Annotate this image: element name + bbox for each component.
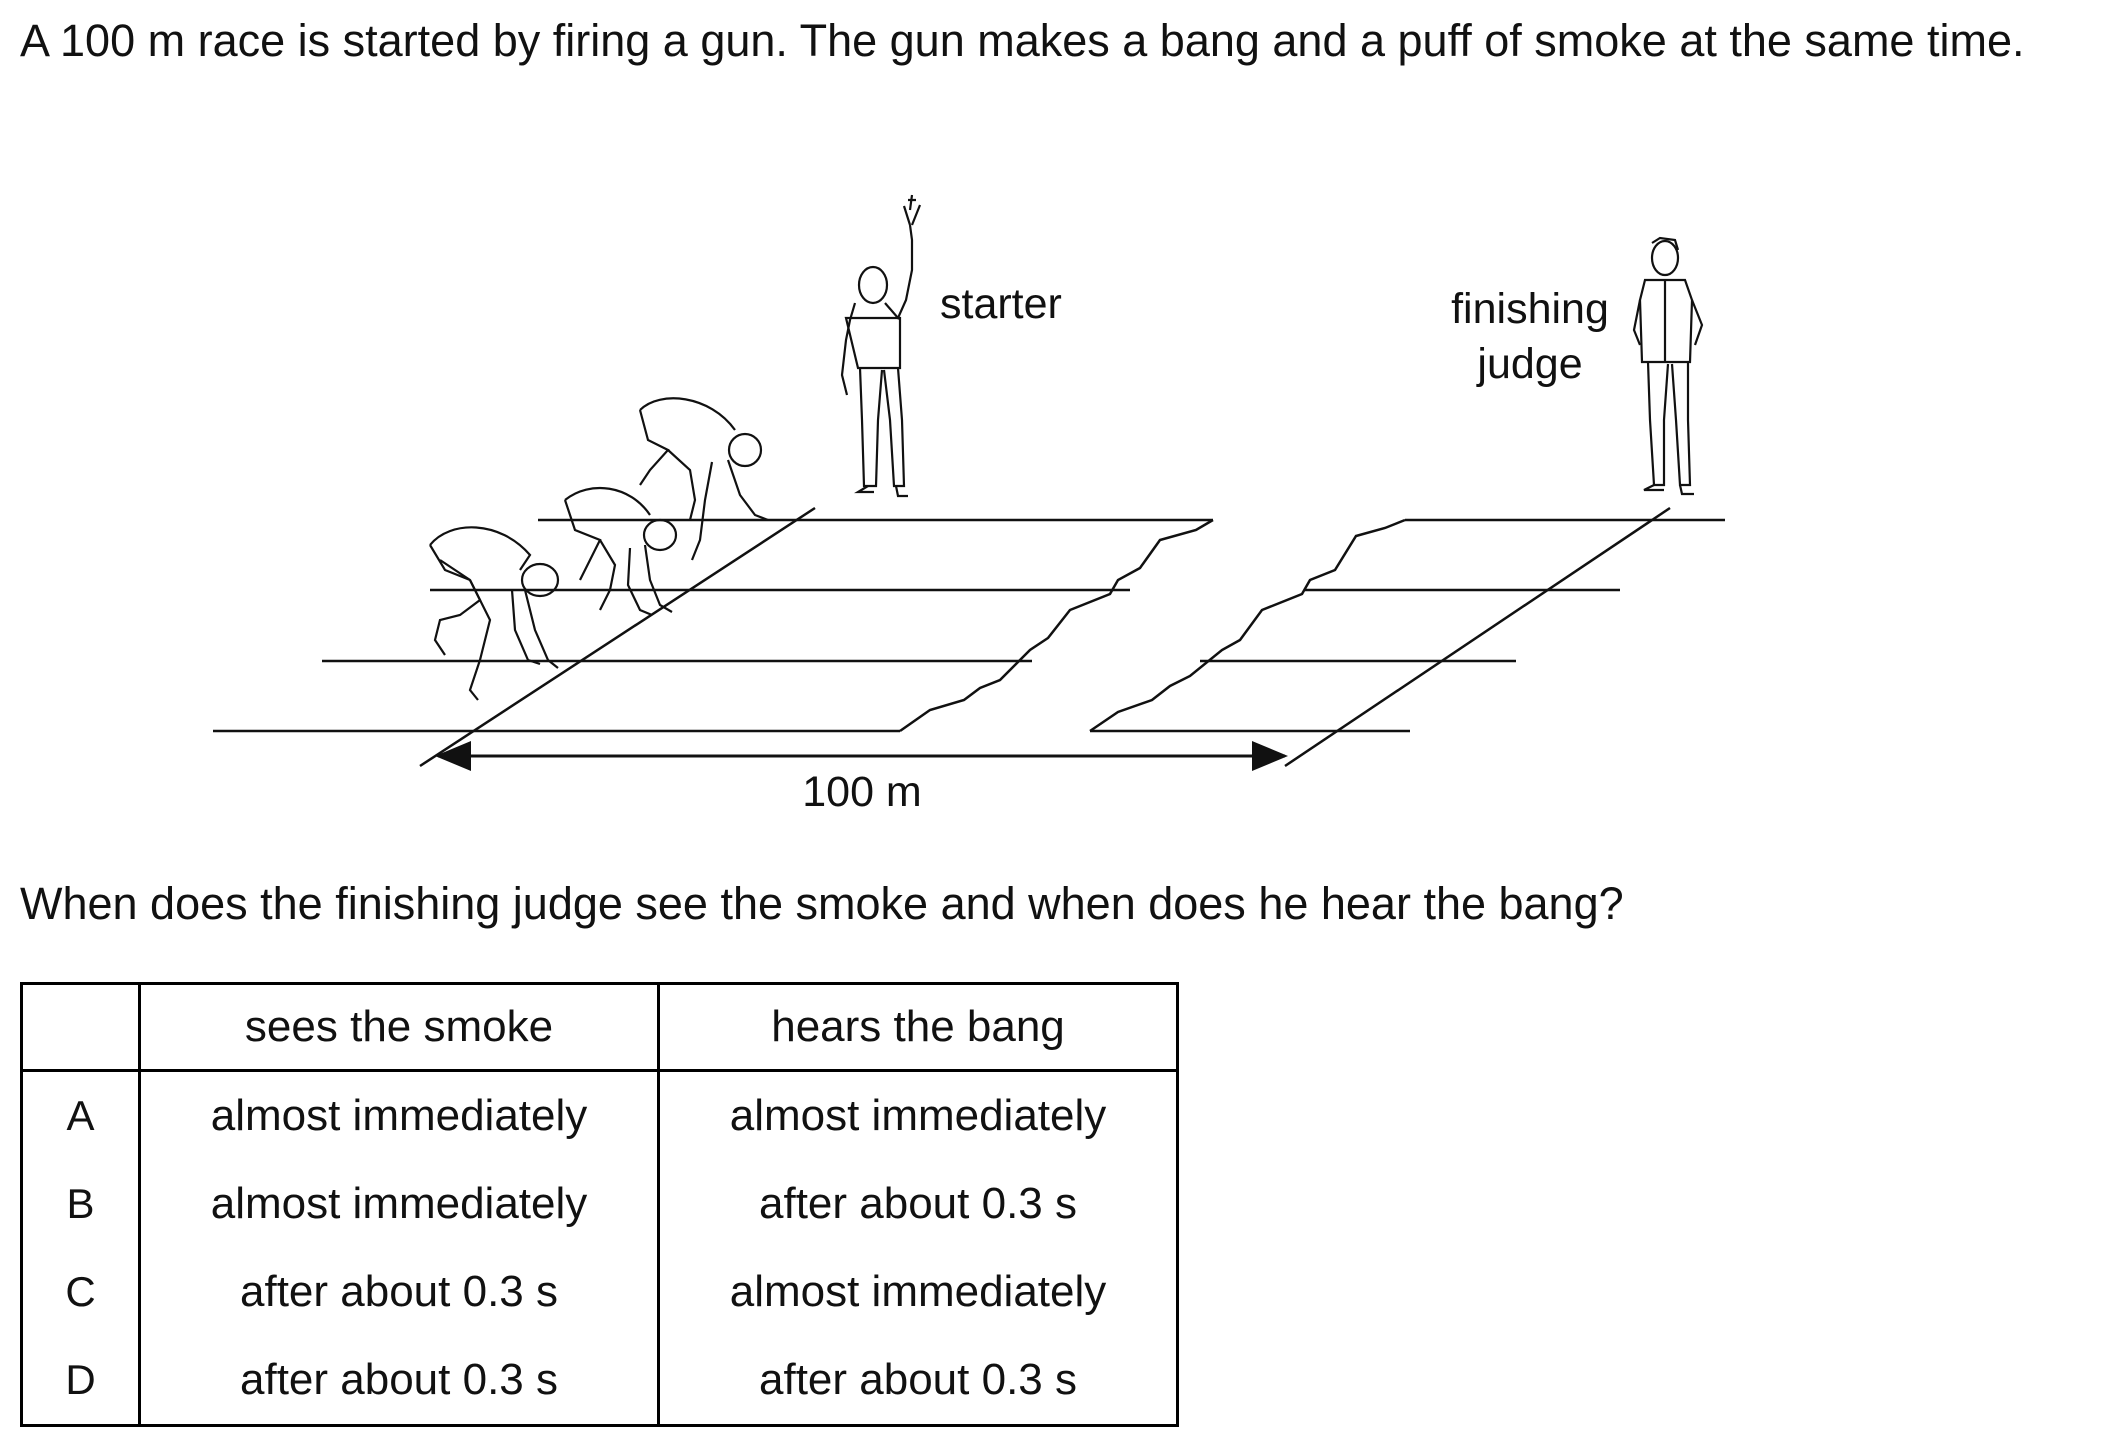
bang-cell: after about 0.3 s [657, 1160, 1179, 1248]
option-letter: A [20, 1070, 141, 1160]
header-hears-bang: hears the bang [657, 982, 1179, 1072]
question-intro: A 100 m race is started by firing a gun.… [20, 15, 2025, 66]
runner-figure [638, 397, 769, 561]
smoke-cell: after about 0.3 s [138, 1248, 660, 1336]
table-header-row: sees the smoke hears the bang [20, 982, 1179, 1072]
option-letter: D [20, 1336, 141, 1427]
track-break-right [1089, 518, 1406, 733]
option-letter: C [20, 1248, 141, 1336]
finishing-judge-label-line2: judge [1475, 340, 1582, 388]
finishing-judge-label-line1: finishing [1451, 285, 1609, 333]
track-lanes-left [213, 518, 1213, 733]
runner-figure [429, 526, 560, 701]
header-letter [20, 982, 141, 1072]
finish-line [1284, 506, 1671, 768]
distance-label: 100 m [802, 768, 922, 816]
header-sees-smoke: sees the smoke [138, 982, 660, 1072]
runner-figure [563, 486, 678, 617]
track-break-left [899, 518, 1214, 733]
option-letter: B [20, 1160, 141, 1248]
question-prompt: When does the finishing judge see the sm… [20, 878, 1624, 929]
smoke-cell: almost immediately [138, 1070, 660, 1160]
answer-table: sees the smoke hears the bang A almost i… [20, 982, 1179, 1427]
bang-cell: after about 0.3 s [657, 1336, 1179, 1427]
bang-cell: almost immediately [657, 1248, 1179, 1336]
finishing-judge-figure [1632, 236, 1704, 496]
table-row: B almost immediately after about 0.3 s [20, 1160, 1179, 1248]
smoke-cell: after about 0.3 s [138, 1336, 660, 1427]
smoke-cell: almost immediately [138, 1160, 660, 1248]
starter-figure [840, 194, 922, 498]
start-line [419, 506, 816, 768]
bang-cell: almost immediately [657, 1070, 1179, 1160]
table-row: D after about 0.3 s after about 0.3 s [20, 1336, 1179, 1427]
starter-label: starter [940, 280, 1062, 328]
track-lanes-right [1090, 518, 1725, 733]
table-row: C after about 0.3 s almost immediately [20, 1248, 1179, 1336]
table-row: A almost immediately almost immediately [20, 1070, 1179, 1160]
